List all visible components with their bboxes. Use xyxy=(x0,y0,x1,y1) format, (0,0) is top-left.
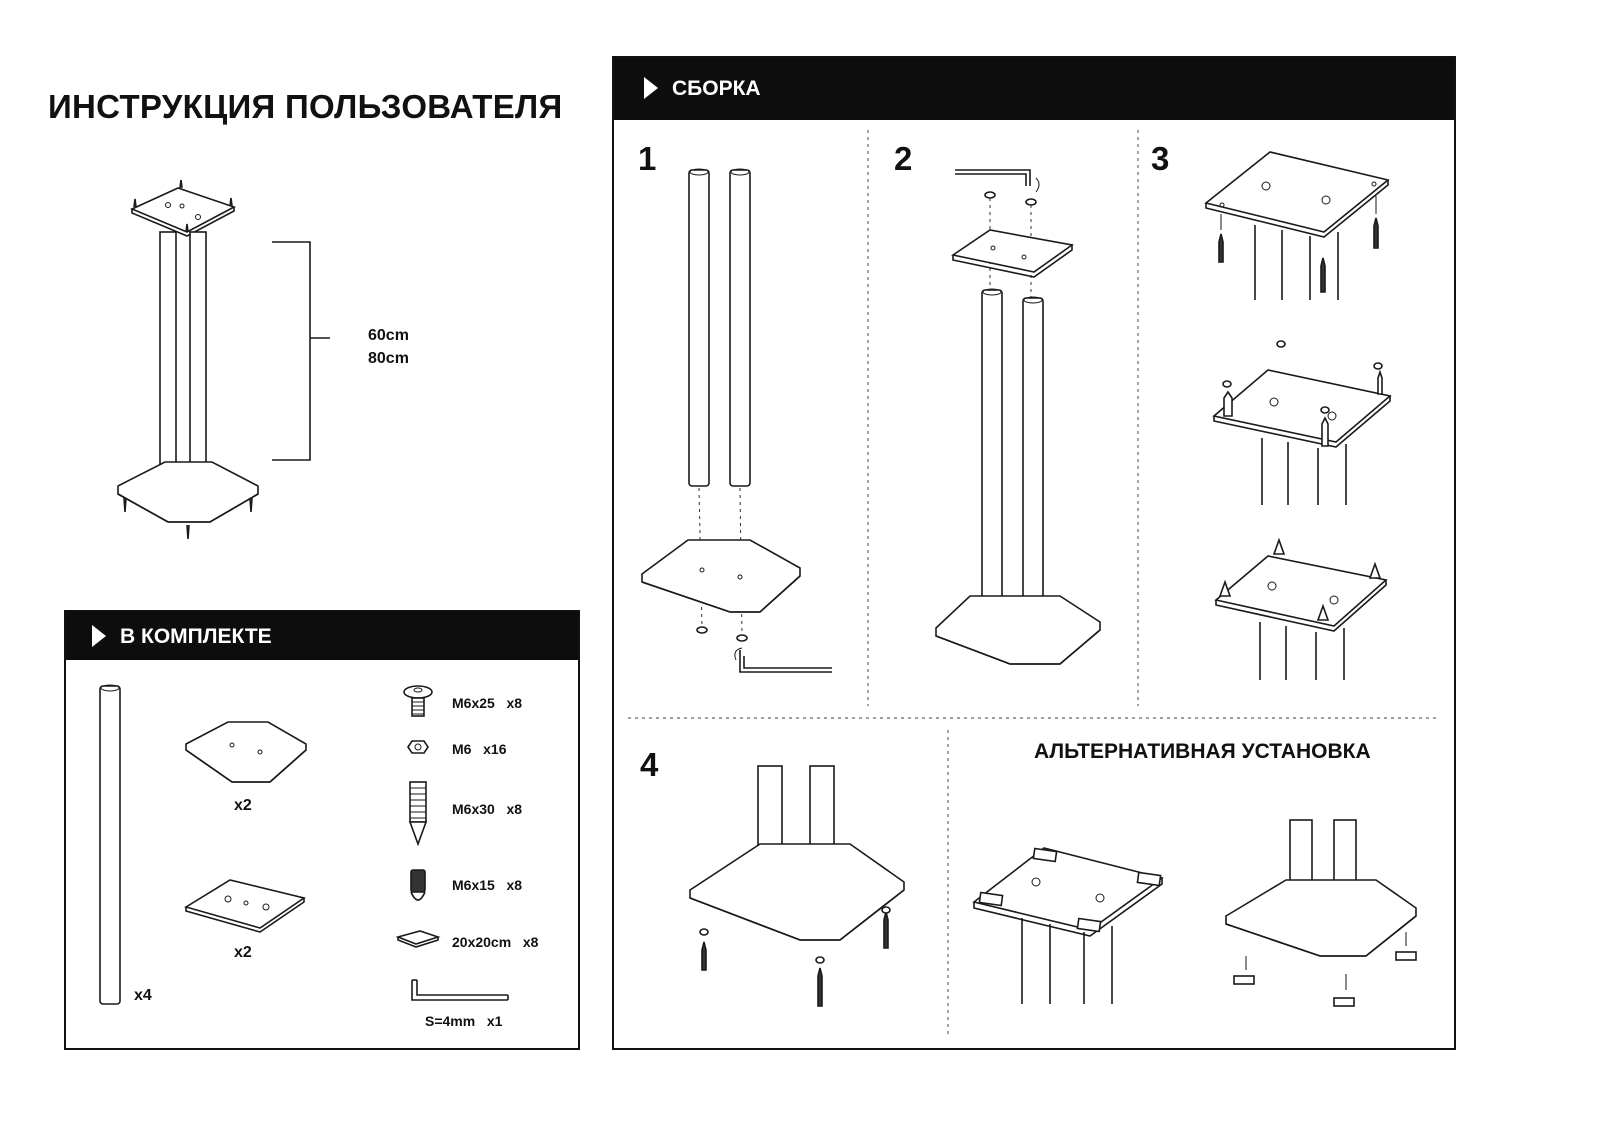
nut-icon xyxy=(407,740,429,754)
part-m6x25: M6x25 x8 xyxy=(452,695,523,711)
step-2-drawing xyxy=(935,169,1101,665)
top-plate-qty: x2 xyxy=(234,944,252,961)
bolt-icon xyxy=(403,685,433,717)
part-m6x30: M6x30 x8 xyxy=(452,801,523,817)
step-3-number: 3 xyxy=(1151,140,1170,177)
pad-icon xyxy=(395,930,441,948)
step-2-number: 2 xyxy=(894,140,913,177)
step-4-drawing xyxy=(689,765,905,1007)
stand-illustration xyxy=(0,0,600,600)
height-60cm: 60cm xyxy=(368,327,409,344)
step-1-number: 1 xyxy=(638,140,657,177)
base-plate-qty: x2 xyxy=(234,797,252,814)
short-spike-icon xyxy=(410,869,426,901)
assembly-panel: СБОРКА xyxy=(612,56,1456,1050)
step-3-drawing xyxy=(1204,151,1392,680)
column-qty: x4 xyxy=(134,987,152,1004)
play-triangle-icon xyxy=(92,625,106,647)
kit-drawings xyxy=(0,0,600,1133)
kit-panel-title: В КОМПЛЕКТЕ xyxy=(120,625,272,648)
kit-panel: В КОМПЛЕКТЕ xyxy=(64,610,580,1050)
hex-key-icon xyxy=(411,979,509,1001)
assembly-panel-header: СБОРКА xyxy=(614,58,1454,120)
alternative-install-drawing xyxy=(972,819,1417,1007)
spike-icon xyxy=(408,781,428,847)
hardware-icons xyxy=(390,680,520,1040)
kit-panel-header: В КОМПЛЕКТЕ xyxy=(66,612,578,660)
height-80cm: 80cm xyxy=(368,350,409,367)
play-triangle-icon xyxy=(644,77,658,99)
part-m6x15: M6x15 x8 xyxy=(452,877,523,893)
step-4-number: 4 xyxy=(640,746,659,783)
part-hex-key: S=4mm x1 xyxy=(425,1013,503,1029)
part-pad-20x20: 20x20cm x8 xyxy=(452,934,539,950)
part-m6: M6 x16 xyxy=(452,741,507,757)
step-1-drawing xyxy=(641,168,832,673)
alternative-install-title: АЛЬТЕРНАТИВНАЯ УСТАНОВКА xyxy=(1034,740,1371,763)
assembly-panel-title: СБОРКА xyxy=(672,77,761,100)
dimension-labels: 60cm 80cm xyxy=(368,324,409,370)
page-title: ИНСТРУКЦИЯ ПОЛЬЗОВАТЕЛЯ xyxy=(48,88,563,125)
